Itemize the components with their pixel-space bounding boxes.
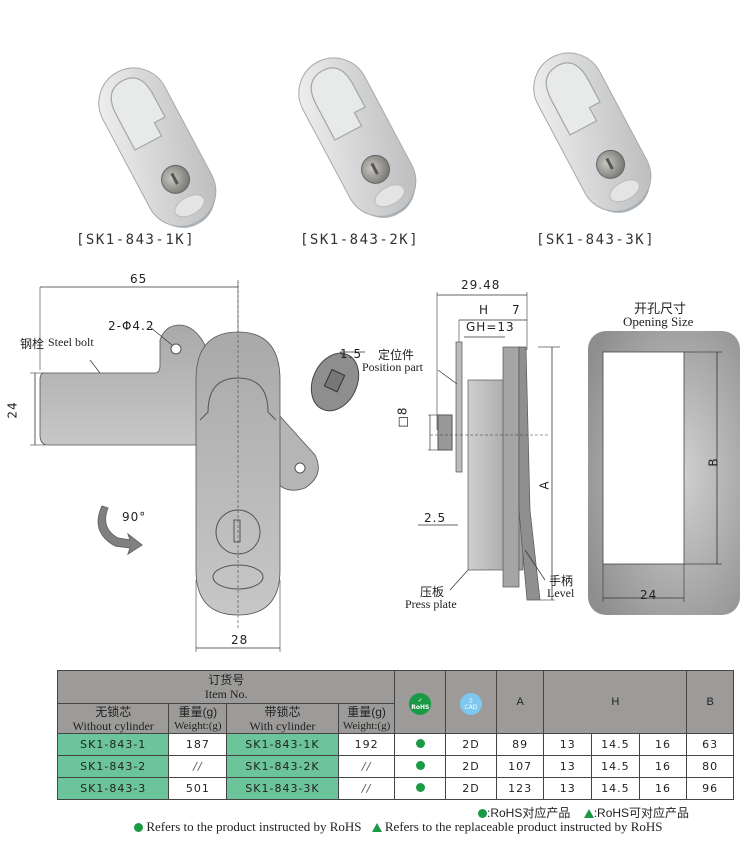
rohs-triangle-icon	[583, 809, 594, 818]
dim-2-5: 2.5	[424, 511, 447, 525]
side-view-drawing	[418, 292, 560, 601]
weight-without: 501	[168, 777, 228, 800]
opening-title-cn: 开孔尺寸	[634, 301, 687, 316]
dim-h1-value: 13	[543, 733, 593, 756]
steel-bolt-label-cn: 钢栓	[20, 337, 45, 351]
lever-label-cn: 手柄	[549, 574, 574, 588]
product-photo-3k	[520, 40, 665, 227]
legend-en: Refers to the product instructed by RoHS…	[134, 819, 663, 835]
dim-gh: GH=13	[466, 320, 515, 334]
without-cylinder-header: 无锁芯 Without cylinder	[56, 703, 170, 734]
dim-a-value: 123	[495, 777, 545, 800]
rohs-dot-icon	[415, 783, 425, 792]
item-with: SK1-843-3K	[226, 777, 339, 800]
dim-h2-value: 14.5	[591, 777, 640, 800]
dim-square-8: □8	[395, 406, 410, 428]
dim-h3-value: 16	[638, 733, 688, 756]
weight-with: //	[337, 777, 396, 800]
dim-b-value: 96	[686, 777, 734, 800]
a-header: A	[495, 670, 545, 734]
product-photo-1k	[85, 55, 230, 242]
dim-a: A	[537, 480, 552, 490]
item-no-header: 订货号 Item No.	[56, 670, 396, 704]
cad-format: 2D	[445, 777, 497, 800]
product-photo-2k	[285, 45, 430, 232]
item-without: SK1-843-1	[56, 733, 170, 756]
dim-65: 65	[130, 272, 148, 286]
rohs-icon: ✓RoHS	[409, 693, 432, 715]
position-part-label-cn: 定位件	[378, 348, 415, 362]
dim-hole: 2-Φ4.2	[108, 319, 155, 333]
dim-1-5: 1.5	[340, 347, 363, 361]
dim-b: B	[706, 457, 721, 467]
dim-7: 7	[512, 303, 521, 317]
dim-h2-value: 14.5	[591, 755, 640, 778]
table-row: SK1-843-1 187 SK1-843-1K 192 2D 89 13 14…	[56, 733, 734, 756]
dim-h3-value: 16	[638, 777, 688, 800]
dim-h3-value: 16	[638, 755, 688, 778]
h-header: H	[543, 670, 688, 734]
weight-header-1: 重量(g) Weight:(g)	[168, 703, 228, 734]
opening-size-drawing	[588, 331, 740, 615]
weight-without: //	[168, 755, 228, 778]
rohs-dot-icon	[478, 809, 487, 818]
rohs-dot-icon	[134, 823, 143, 832]
dim-b-value: 80	[686, 755, 734, 778]
weight-with: 192	[337, 733, 396, 756]
product-label-1k: [SK1-843-1K]	[76, 232, 196, 248]
rohs-header: ✓RoHS	[394, 670, 447, 734]
spec-table: 订货号 Item No. ✓RoHS ▯CAD A H B 无锁芯 Withou…	[56, 670, 734, 800]
table-row: SK1-843-3 501 SK1-843-3K // 2D 123 13 14…	[56, 777, 734, 800]
cad-format: 2D	[445, 733, 497, 756]
opening-title-en: Opening Size	[623, 314, 694, 329]
cad-header: ▯CAD	[445, 670, 497, 734]
item-without: SK1-843-3	[56, 777, 170, 800]
weight-without: 187	[168, 733, 228, 756]
rotation-90: 90°	[122, 510, 147, 524]
rohs-dot-icon	[415, 761, 425, 770]
rohs-dot-icon	[415, 739, 425, 748]
dim-a-value: 107	[495, 755, 545, 778]
product-photos	[85, 40, 665, 242]
dim-a-value: 89	[495, 733, 545, 756]
dim-h1-value: 13	[543, 755, 593, 778]
item-with: SK1-843-2K	[226, 755, 339, 778]
item-without: SK1-843-2	[56, 755, 170, 778]
press-plate-label-en: Press plate	[405, 597, 457, 611]
dim-24: 24	[5, 401, 20, 419]
dim-h: H	[479, 303, 490, 317]
press-plate-label-cn: 压板	[420, 585, 445, 599]
rohs-status	[394, 777, 447, 800]
rohs-triangle-icon	[371, 823, 382, 832]
rohs-status	[394, 755, 447, 778]
dim-h1-value: 13	[543, 777, 593, 800]
dim-b-value: 63	[686, 733, 734, 756]
front-view-drawing	[30, 280, 365, 652]
weight-header-2: 重量(g) Weight:(g)	[337, 703, 396, 734]
cad-icon: ▯CAD	[459, 693, 482, 715]
position-part-label-en: Position part	[362, 360, 424, 374]
dim-28: 28	[231, 633, 249, 647]
dim-opening-24: 24	[640, 588, 658, 602]
product-label-2k: [SK1-843-2K]	[300, 232, 420, 248]
dim-29-48: 29.48	[461, 278, 501, 292]
legend-cn: :RoHS对应产品 :RoHS可对应产品	[478, 804, 689, 821]
with-cylinder-header: 带锁芯 With cylinder	[226, 703, 339, 734]
weight-with: //	[337, 755, 396, 778]
steel-bolt-label-en: Steel bolt	[48, 335, 94, 349]
dim-h2-value: 14.5	[591, 733, 640, 756]
cad-format: 2D	[445, 755, 497, 778]
rohs-status	[394, 733, 447, 756]
b-header: B	[686, 670, 734, 734]
product-label-3k: [SK1-843-3K]	[536, 232, 656, 248]
item-with: SK1-843-1K	[226, 733, 339, 756]
lever-label-en: Level	[547, 586, 575, 600]
table-row: SK1-843-2 // SK1-843-2K // 2D 107 13 14.…	[56, 755, 734, 778]
